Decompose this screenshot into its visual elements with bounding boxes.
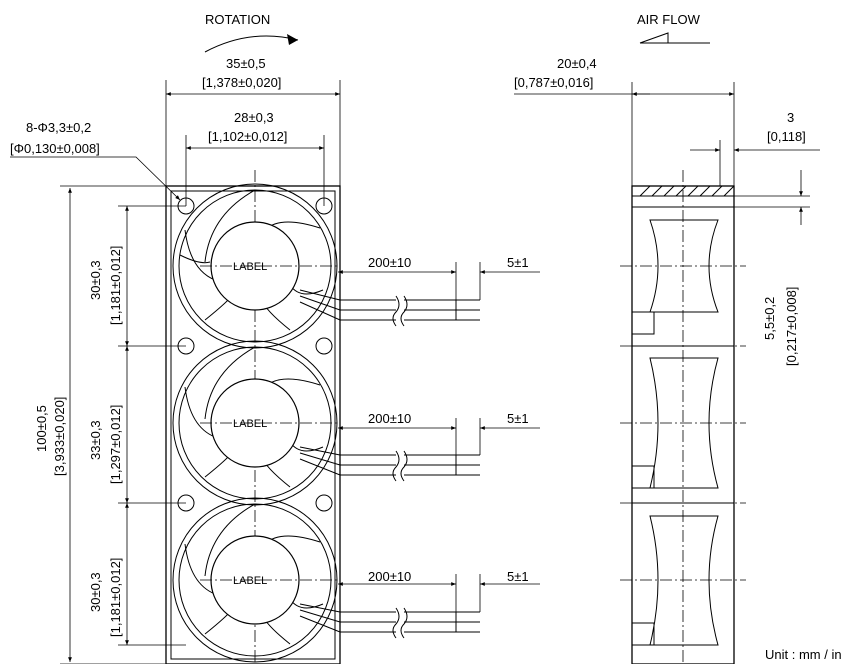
strip-length: 5±1	[507, 255, 529, 270]
lead-length: 200±10	[368, 569, 411, 584]
slot-in: [0,217±0,008]	[784, 287, 799, 366]
fan-label: LABEL	[233, 575, 267, 587]
strip-length: 5±1	[507, 569, 529, 584]
fan-label: LABEL	[233, 418, 267, 430]
strip-length: 5±1	[507, 411, 529, 426]
unit-label: Unit : mm / in	[765, 647, 842, 662]
dim-lead-3: 200±10 5±1	[338, 569, 540, 612]
slot-mm: 5,5±0,2	[762, 297, 777, 340]
flange-in: [0,118]	[767, 129, 806, 144]
hole-mm: 8-Φ3,3±0,2	[26, 120, 91, 135]
lead-wires-2	[299, 446, 480, 482]
dim-overall-width: 35±0,5 [1,378±0,020]	[165, 56, 341, 186]
frame-outline	[165, 185, 341, 664]
lead-wires-3	[299, 603, 480, 639]
hole-pitch-in: [1,102±0,012]	[208, 129, 287, 144]
hole-in: [Φ0,130±0,008]	[10, 141, 100, 156]
fan-1: LABEL	[172, 183, 340, 355]
top-pitch-in: [1,181±0,012]	[108, 246, 123, 325]
bot-pitch-mm: 30±0,3	[88, 572, 103, 612]
dim-bot-pitch: 30±0,3 [1,181±0,012]	[88, 503, 186, 646]
total-mm: 100±0,5	[34, 405, 49, 452]
dim-hole-dia: 8-Φ3,3±0,2 [Φ0,130±0,008]	[10, 120, 181, 201]
dim-depth: 20±0,4 [0,787±0,016]	[514, 56, 735, 186]
rotation-arrow-icon	[204, 35, 299, 53]
dim-flange: 3 [0,118]	[690, 110, 820, 186]
air-flow-arrow-icon	[639, 32, 710, 44]
side-view	[620, 170, 746, 664]
lead-length: 200±10	[368, 411, 411, 426]
fan-label: LABEL	[233, 261, 267, 273]
lead-length: 200±10	[368, 255, 411, 270]
dim-top-pitch: 30±0,3 [1,181±0,012]	[88, 205, 186, 347]
lead-wires-1	[299, 289, 480, 327]
flange-mm: 3	[787, 110, 794, 125]
dim-mid-pitch: 33±0,3 [1,297±0,012]	[88, 346, 186, 504]
dim-hole-pitch: 28±0,3 [1,102±0,012]	[185, 110, 325, 206]
top-pitch-mm: 30±0,3	[88, 260, 103, 300]
dim-slot: 5,5±0,2 [0,217±0,008]	[734, 170, 810, 366]
fan-2: LABEL	[172, 340, 340, 512]
dim-lead-1: 200±10 5±1	[338, 255, 540, 300]
depth-mm: 20±0,4	[557, 56, 597, 71]
fan-3: LABEL	[172, 497, 340, 663]
air-flow-label: AIR FLOW	[637, 12, 701, 27]
dim-total-height: 100±0,5 [3,933±0,020]	[34, 185, 166, 664]
mid-pitch-mm: 33±0,3	[88, 420, 103, 460]
bot-pitch-in: [1,181±0,012]	[108, 558, 123, 637]
total-in: [3,933±0,020]	[52, 397, 67, 476]
dim-lead-2: 200±10 5±1	[338, 411, 540, 455]
width-in: [1,378±0,020]	[202, 75, 281, 90]
front-view: LABEL LABEL	[165, 170, 480, 664]
mid-pitch-in: [1,297±0,012]	[108, 405, 123, 484]
width-mm: 35±0,5	[226, 56, 266, 71]
depth-in: [0,787±0,016]	[514, 75, 593, 90]
hole-pitch-mm: 28±0,3	[234, 110, 274, 125]
rotation-label: ROTATION	[205, 12, 270, 27]
